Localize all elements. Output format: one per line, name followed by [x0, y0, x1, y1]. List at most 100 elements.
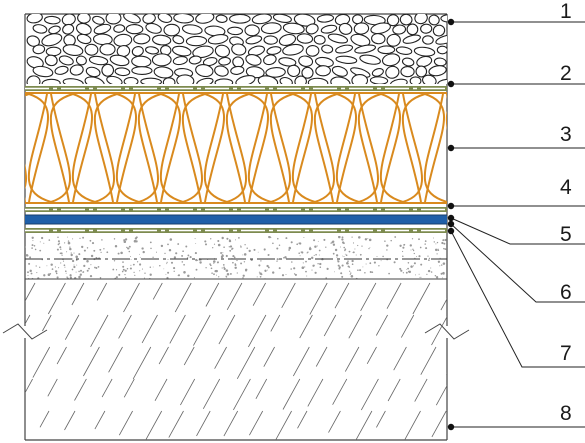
gravel-pebble [231, 43, 247, 56]
screed-speckle [257, 251, 259, 253]
slab-hatch-line [344, 346, 360, 372]
slab-hatch-line [218, 314, 236, 345]
screed-speckle [382, 255, 384, 258]
gravel-pebble [157, 14, 173, 23]
gravel-pebble [428, 14, 440, 26]
slab-hatch-line [297, 410, 308, 429]
screed-speckle [266, 269, 268, 271]
gravel-pebble [140, 77, 163, 84]
slab-hatch-line [307, 378, 324, 407]
screed-speckle [263, 248, 266, 251]
callout-1: 1 [447, 0, 585, 26]
gravel-pebble [41, 33, 63, 47]
gravel-pebble [335, 55, 358, 64]
slab-hatch-line [56, 346, 67, 365]
screed-speckle [243, 261, 246, 263]
gravel-pebble [172, 35, 185, 45]
screed-speckle [173, 256, 177, 259]
screed-speckle [267, 266, 270, 269]
gravel-pebble [279, 76, 293, 84]
screed-speckle [369, 247, 371, 248]
screed-speckle [412, 249, 415, 252]
screed-speckle [213, 243, 216, 245]
gravel-pebble [84, 43, 99, 56]
gravel-pebble [133, 33, 151, 45]
screed-speckle [294, 273, 297, 276]
screed-speckle [407, 262, 410, 264]
screed-speckle [167, 259, 169, 260]
screed-speckle [330, 242, 332, 244]
callout-number: 6 [560, 281, 572, 304]
callout-dot [447, 220, 455, 228]
gravel-pebble [202, 57, 218, 67]
insulation-fibre-loop [93, 93, 137, 203]
slab-hatch-line [315, 346, 328, 367]
screed-speckle [55, 270, 58, 273]
slab-hatch-line [196, 410, 211, 437]
gravel-pebble [381, 53, 401, 67]
gravel-pebble [85, 66, 101, 78]
gravel-pebble [123, 76, 139, 84]
screed-speckle [58, 267, 60, 269]
gravel-pebble [207, 34, 229, 45]
screed-speckle [408, 270, 412, 274]
insulation-fibre-loop [25, 93, 49, 203]
screed-speckle [310, 256, 314, 260]
screed-speckle [48, 239, 51, 241]
screed-speckle [319, 262, 322, 266]
screed-speckle [340, 272, 343, 275]
gravel-pebble [409, 76, 422, 84]
callout-number: 2 [560, 62, 572, 85]
insulation-fibre-loop [49, 93, 93, 203]
gravel-pebble [195, 14, 215, 24]
screed-speckle [99, 276, 102, 279]
screed-speckle [60, 248, 62, 250]
gravel-pebble [435, 34, 447, 45]
screed-speckle [122, 268, 125, 271]
slab-hatch-line [42, 314, 52, 332]
gravel-pebble [422, 74, 437, 84]
screed-speckle [267, 254, 270, 256]
screed-speckle [78, 275, 81, 279]
screed-speckle [90, 264, 92, 266]
callout-number: 1 [560, 0, 572, 23]
gravel-pebble [151, 53, 172, 67]
screed-speckle [129, 267, 132, 270]
screed-speckle [167, 271, 170, 274]
insulation-fibre-loop [335, 93, 379, 203]
screed-speckle [253, 248, 256, 251]
screed-speckle [95, 267, 98, 269]
screed-speckle [56, 248, 59, 251]
slab-hatch-line [169, 314, 186, 344]
screed-speckle [399, 244, 402, 247]
gravel-pebble [370, 22, 391, 35]
screed-speckle [336, 257, 338, 259]
gravel-pebble [227, 26, 244, 36]
screed-speckle [70, 252, 72, 254]
slab-hatch-line [101, 378, 113, 398]
screed-speckle [418, 273, 420, 275]
gravel-pebble [389, 78, 408, 84]
screed-speckle [434, 248, 438, 252]
slab-hatch-line [12, 411, 23, 431]
screed-speckle [430, 267, 432, 269]
gravel-pebble [263, 35, 278, 45]
screed-speckle [54, 266, 56, 268]
slab-hatch-line [412, 282, 431, 315]
screed-speckle [103, 248, 105, 250]
gravel-pebble [84, 76, 105, 84]
screed-speckle [437, 249, 440, 252]
slab-hatch-line [334, 282, 350, 309]
slab-hatch-line [0, 315, 4, 340]
screed-speckle [351, 259, 354, 263]
screed-speckle [325, 246, 327, 248]
screed-speckle [83, 249, 86, 252]
screed-speckle [369, 271, 372, 273]
gravel-pebble [416, 55, 433, 68]
slab-hatch-line [355, 410, 373, 440]
screed-speckle [181, 254, 184, 257]
screed-speckle [97, 266, 100, 268]
gravel-pebble [32, 44, 46, 55]
screed-speckle [351, 236, 353, 238]
